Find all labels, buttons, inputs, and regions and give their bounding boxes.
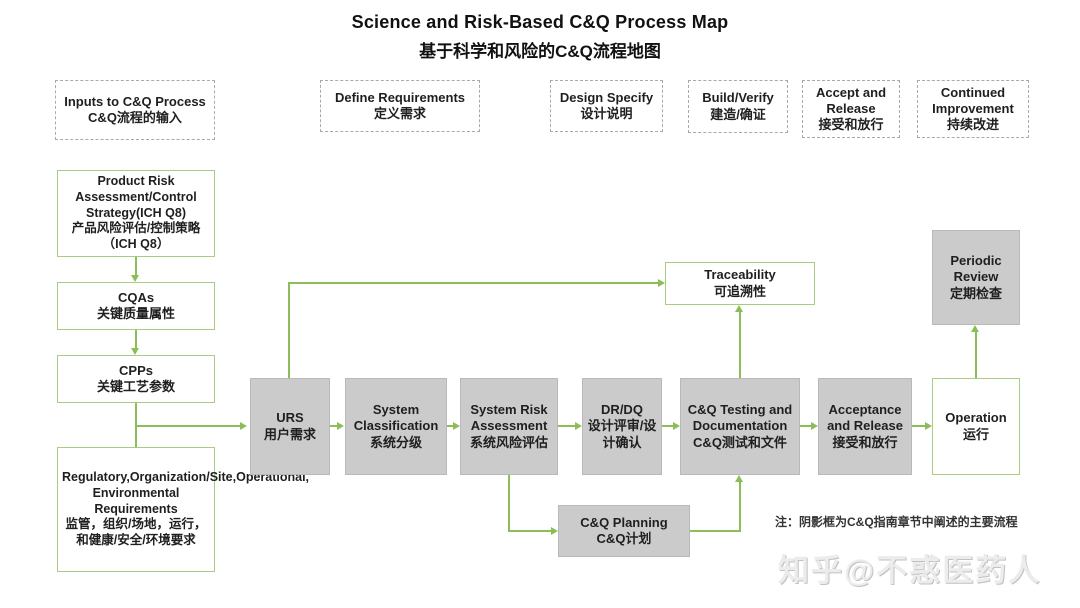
phase-label-zh: 设计说明 [580, 106, 633, 121]
connector-urs-to-classification [330, 425, 337, 427]
input-label-en: Regulatory,Organization/Site,Operational… [62, 470, 310, 516]
arrowhead-right-planning [551, 527, 558, 535]
input-label-en: CQAs [117, 289, 155, 305]
input-regulatory-requirements: Regulatory,Organization/Site,Operational… [57, 447, 310, 572]
connector-product-to-cqas [135, 257, 137, 275]
process-system-risk-assessment: System Risk Assessment 系统风险评估 [460, 378, 558, 475]
connector-planning-right [690, 530, 740, 532]
process-label-zh: C&Q测试和文件 [693, 434, 787, 450]
process-acceptance-and-release: Acceptance and Release 接受和放行 [818, 378, 912, 475]
legend-note: 注：阴影框为C&Q指南章节中阐述的主要流程 [775, 515, 1018, 529]
process-label-zh: 接受和放行 [832, 434, 898, 450]
process-label-en: System Risk Assessment [470, 402, 548, 434]
phase-design-specify: Design Specify 设计说明 [550, 80, 663, 132]
arrowhead-right-operation [925, 422, 932, 430]
process-label-en: System Classification [353, 402, 439, 434]
input-cqas: CQAs 关键质量属性 [57, 282, 215, 330]
process-label-zh: 用户需求 [263, 426, 316, 442]
title-chinese: 基于科学和风险的C&Q流程地图 [419, 42, 661, 61]
connector-planning-up [739, 482, 741, 532]
phase-label-en: Design Specify [559, 89, 654, 105]
input-label-en: Product Risk Assessment/Control Strategy… [75, 174, 197, 220]
phase-label-en: Define Requirements [334, 89, 466, 105]
arrowhead-right-classification [337, 422, 344, 430]
phase-define-requirements: Define Requirements 定义需求 [320, 80, 480, 132]
connector-cqas-to-cpps [135, 330, 137, 348]
connector-risk-down [508, 475, 510, 532]
input-cpps: CPPs 关键工艺参数 [57, 355, 215, 403]
phase-label-zh: 建造/确证 [710, 106, 766, 122]
process-label-zh: 运行 [962, 426, 989, 442]
input-label-zh: 关键质量属性 [96, 306, 175, 321]
arrowhead-up-testing [735, 475, 743, 482]
connector-acceptance-to-operation [912, 425, 925, 427]
process-label-en: Acceptance and Release [827, 402, 903, 434]
arrowhead-right-risk [453, 422, 460, 430]
process-dr-dq: DR/DQ 设计评审/设计确认 [582, 378, 662, 475]
connector-testing-to-acceptance [800, 425, 811, 427]
process-operation: Operation 运行 [932, 378, 1020, 475]
arrowhead-down-cpps [131, 348, 139, 355]
cq-planning-box: C&Q Planning C&Q计划 [558, 505, 690, 557]
periodic-review-label-en: Periodic Review [950, 253, 1002, 285]
phase-build-verify: Build/Verify 建造/确证 [688, 80, 788, 133]
connector-inputs-to-urs [136, 425, 240, 427]
phase-inputs-to-cq-process: Inputs to C&Q Process C&Q流程的输入 [55, 80, 215, 140]
process-label-zh: 系统分级 [369, 434, 422, 450]
process-label-zh: 设计评审/设计确认 [587, 418, 657, 450]
arrowhead-right-testing [673, 422, 680, 430]
phase-label-en: Inputs to C&Q Process [64, 93, 206, 109]
arrowhead-up-periodic-review [971, 325, 979, 332]
traceability-label-en: Traceability [704, 267, 776, 283]
arrowhead-down-cqas [131, 275, 139, 282]
phase-label-en: Build/Verify [702, 90, 774, 106]
process-label-en: C&Q Testing and Documentation [687, 402, 793, 434]
phase-label-zh: 持续改进 [946, 117, 999, 133]
arrowhead-right-drdq [575, 422, 582, 430]
input-product-risk-assessment: Product Risk Assessment/Control Strategy… [57, 170, 215, 257]
arrowhead-right-urs [240, 422, 247, 430]
diagram-title: Science and Risk-Based C&Q Process Map 基… [0, 12, 1080, 62]
connector-classification-to-risk [447, 425, 453, 427]
connector-urs-to-traceability [288, 282, 658, 284]
phase-label-zh: C&Q流程的输入 [88, 110, 182, 125]
periodic-review-label-zh: 定期检查 [949, 285, 1002, 301]
watermark-text: 知乎@不惑医药人 [778, 553, 1042, 588]
process-label-en: URS [276, 410, 304, 426]
phase-accept-and-release: Accept and Release 接受和放行 [802, 80, 900, 138]
process-cq-testing-documentation: C&Q Testing and Documentation C&Q测试和文件 [680, 378, 800, 475]
traceability-box: Traceability 可追溯性 [665, 262, 815, 305]
input-label-en: CPPs [119, 362, 153, 378]
process-label-en: DR/DQ [601, 402, 643, 418]
connector-risk-to-planning [508, 530, 551, 532]
connector-risk-to-drdq [558, 425, 575, 427]
connector-urs-up [288, 283, 290, 378]
connector-operation-to-periodic-review [975, 332, 977, 378]
input-label-zh: 产品风险评估/控制策略（ICH Q8） [71, 221, 201, 251]
phase-label-en: Continued Improvement [932, 84, 1014, 116]
process-label-en: Operation [945, 410, 1007, 426]
cq-planning-label-en: C&Q Planning [580, 514, 668, 530]
phase-continued-improvement: Continued Improvement 持续改进 [917, 80, 1029, 138]
connector-testing-to-traceability [739, 312, 741, 378]
arrowhead-up-traceability [735, 305, 743, 312]
phase-label-zh: 接受和放行 [818, 117, 884, 133]
process-system-classification: System Classification 系统分级 [345, 378, 447, 475]
phase-label-en: Accept and Release [815, 84, 887, 116]
traceability-label-zh: 可追溯性 [713, 283, 766, 299]
input-label-zh: 关键工艺参数 [96, 379, 175, 394]
arrowhead-right-acceptance [811, 422, 818, 430]
periodic-review-box: Periodic Review 定期检查 [932, 230, 1020, 325]
connector-drdq-to-testing [662, 425, 673, 427]
phase-label-zh: 定义需求 [373, 106, 426, 121]
cq-planning-label-zh: C&Q计划 [596, 531, 652, 546]
arrowhead-right-traceability [658, 279, 665, 287]
process-urs: URS 用户需求 [250, 378, 330, 475]
process-label-zh: 系统风险评估 [469, 434, 548, 450]
input-label-zh: 监管，组织/场地，运行，和健康/安全/环境要求 [65, 517, 207, 547]
title-english: Science and Risk-Based C&Q Process Map [351, 12, 729, 32]
